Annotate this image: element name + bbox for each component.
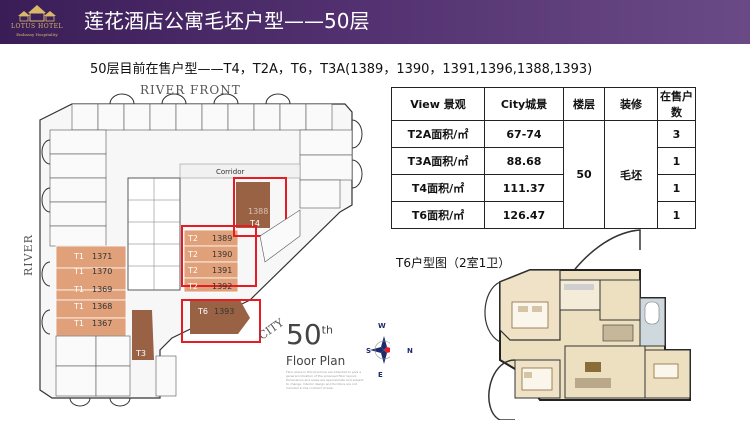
t6-unit-plan: [484, 229, 691, 420]
table-row: T4面积/㎡ 111.37 1: [391, 174, 696, 202]
row-area: 111.37: [484, 174, 564, 202]
logo-name: LOTUS HOTEL: [11, 23, 63, 30]
unit-labels: T1 1371 T1 1370 T1 1369 T1 1368 T1 1367 …: [73, 207, 268, 358]
table-icon: [585, 362, 601, 372]
t6-unit: [190, 300, 250, 334]
compass-icon: [370, 336, 390, 364]
unit-number-label: 1393: [214, 307, 234, 316]
unit-number-label: 1392: [212, 282, 232, 291]
river-label: RIVER: [22, 234, 35, 276]
unit-type-label: T1: [73, 302, 84, 311]
palace-icon: [18, 5, 56, 22]
t4-unit: [236, 182, 270, 228]
unit-type-label: T1: [73, 252, 84, 261]
unit-number-label: 1391: [212, 266, 232, 275]
unit-number-label: 1369: [92, 285, 112, 294]
header-count: 在售户数: [657, 87, 696, 121]
header-bar: LOTUS HOTEL Embassy Hospitality 莲花酒店公寓毛坯…: [0, 0, 750, 44]
unit-number-label: 1368: [92, 302, 112, 311]
table-row: T2A面积/㎡ 67-74 50 毛坯 3: [391, 120, 696, 229]
unit-type-label: T4: [249, 219, 260, 228]
row-type: T4面积/㎡: [391, 174, 485, 202]
right-units: [299, 129, 353, 209]
row-type: T6面积/㎡: [391, 201, 485, 229]
sofa-icon: [575, 378, 611, 388]
highlight-t2: [181, 225, 257, 287]
decoration-cell: 毛坯: [604, 120, 658, 229]
unit-type-label: T6: [197, 307, 208, 316]
t6-plan-title: T6户型图（2室1卫）: [396, 256, 511, 270]
compass-s: S: [366, 347, 372, 355]
bathtub-icon: [644, 301, 660, 325]
unit-type-label: T2: [187, 234, 198, 243]
unit-type-label: T2: [187, 250, 198, 259]
bed-1: [511, 301, 549, 329]
compass-w: W: [378, 322, 386, 330]
t3-unit: [132, 310, 154, 360]
table-row: T6面积/㎡ 126.47 1: [391, 201, 696, 229]
row-area: 126.47: [484, 201, 564, 229]
dining-table-icon: [653, 363, 679, 379]
unit-number-label: 1370: [92, 267, 112, 276]
t1-units: [55, 245, 127, 337]
floor-cell: 50: [563, 120, 605, 229]
compass-n: N: [407, 347, 413, 355]
unit-type-label: T2: [187, 282, 198, 291]
row-area: 88.68: [484, 147, 564, 175]
row-type: T2A面积/㎡: [391, 120, 485, 148]
logo-subtitle: Embassy Hospitality: [16, 32, 58, 37]
row-count: 1: [657, 147, 696, 175]
corridor-label: Corridor: [216, 168, 244, 176]
sale-subtitle: 50层目前在售户型——T4，T2A，T6，T3A(1389，1390，1391,…: [90, 62, 593, 77]
river-front-label: RIVER FRONT: [140, 83, 241, 97]
header-view: View 景观: [391, 87, 485, 121]
unit-number-label: 1389: [212, 234, 232, 243]
city-wing: [259, 209, 301, 263]
unit-number-label: 1371: [92, 252, 112, 261]
row-count: 1: [657, 174, 696, 202]
unit-type-label: T2: [187, 266, 198, 275]
lower-units: [55, 335, 177, 397]
header-decoration: 装修: [604, 87, 658, 121]
header-city: City城景: [484, 87, 564, 121]
balconies-left: [41, 139, 51, 335]
bed-2: [521, 367, 553, 391]
unit-number-label: 1390: [212, 250, 232, 259]
floor-plan: Corridor T1 1371 T1 1370 T1 1369 T1 1368…: [22, 83, 390, 407]
header-floor: 楼层: [563, 87, 605, 121]
row-type: T3A面积/㎡: [391, 147, 485, 175]
t2-units: [183, 229, 239, 293]
balconies-bottom: [69, 397, 131, 407]
unit-type-label: T3: [135, 349, 146, 358]
page-title: 莲花酒店公寓毛坯户型——50层: [84, 9, 370, 33]
wardrobe-icon: [602, 324, 634, 342]
availability-table: View 景观 City城景 楼层 装修 在售户数 T2A面积/㎡ 67-74 …: [391, 87, 696, 229]
compass-e: E: [378, 371, 383, 379]
unit-number-label: 1388: [248, 207, 268, 216]
row-area: 67-74: [484, 120, 564, 148]
living-room: [564, 345, 646, 399]
highlight-t6: [181, 299, 261, 343]
table-row: T3A面积/㎡ 88.68 1: [391, 147, 696, 175]
brand-logo: LOTUS HOTEL Embassy Hospitality: [8, 3, 66, 41]
row-count: 1: [657, 201, 696, 229]
unit-type-label: T1: [73, 319, 84, 328]
hall: [599, 279, 641, 321]
unit-type-label: T1: [73, 285, 84, 294]
highlight-frames: [181, 177, 287, 343]
balcony-left: [484, 281, 501, 343]
left-units: [49, 129, 107, 247]
balconies-top: [109, 93, 363, 189]
unit-number-label: 1367: [92, 319, 112, 328]
unit-type-label: T1: [73, 267, 84, 276]
floor-plan-label: Floor Plan: [286, 354, 346, 368]
row-count: 3: [657, 120, 696, 148]
river-front-units: [71, 103, 333, 131]
balcony-bottom: [488, 359, 516, 420]
fine-print: Floor plans in this brochure are intende…: [286, 370, 364, 390]
floor-number: 50th: [286, 318, 333, 351]
